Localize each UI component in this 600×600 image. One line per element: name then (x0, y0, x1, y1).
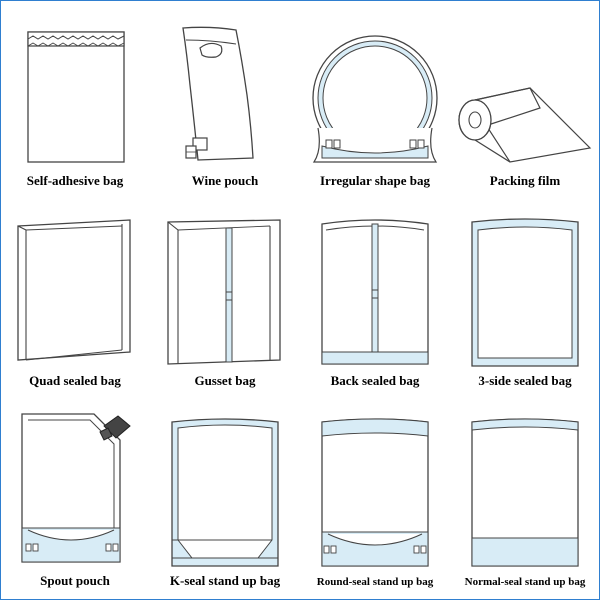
wine-pouch-icon (182, 26, 254, 161)
round-seal-stand-up-bag-cell: Round-seal stand up bag (300, 400, 450, 600)
item-label: Irregular shape bag (319, 173, 431, 188)
three-side-sealed-bag-icon (471, 218, 579, 367)
packing-film-icon (458, 87, 592, 163)
item-label: K-seal stand up bag (169, 573, 281, 588)
item-label: Wine pouch (191, 173, 259, 188)
item-label: Gusset bag (194, 373, 256, 388)
wine-pouch-cell: Wine pouch (150, 0, 300, 200)
packing-film-cell: Packing film (450, 0, 600, 200)
k-seal-stand-up-bag-icon (171, 418, 279, 567)
item-label: Packing film (489, 173, 561, 188)
gusset-bag-icon (167, 219, 281, 365)
k-seal-stand-up-bag-cell: K-seal stand up bag (150, 400, 300, 600)
normal-seal-stand-up-bag-cell: Normal-seal stand up bag (450, 400, 600, 600)
quad-sealed-bag-cell: Quad sealed bag (0, 200, 150, 400)
spout-pouch-cell: Spout pouch (0, 400, 150, 600)
item-label: Spout pouch (40, 573, 110, 588)
item-label: Quad sealed bag (29, 373, 121, 388)
item-label: Normal-seal stand up bag (464, 576, 586, 588)
irregular-shape-bag-icon (312, 35, 438, 163)
item-label: 3-side sealed bag (478, 373, 572, 388)
irregular-shape-bag-cell: Irregular shape bag (300, 0, 450, 200)
three-side-sealed-bag-cell: 3-side sealed bag (450, 200, 600, 400)
round-seal-stand-up-bag-icon (321, 418, 429, 567)
self-adhesive-bag-cell: Self-adhesive bag (0, 0, 150, 200)
normal-seal-stand-up-bag-icon (471, 418, 579, 567)
spout-pouch-icon (21, 413, 131, 563)
item-label: Back sealed bag (330, 373, 420, 388)
item-label: Round-seal stand up bag (316, 576, 434, 588)
item-label: Self-adhesive bag (26, 173, 124, 188)
quad-sealed-bag-icon (17, 219, 131, 361)
self-adhesive-bag-icon (27, 31, 125, 163)
gusset-bag-cell: Gusset bag (150, 200, 300, 400)
back-sealed-bag-icon (321, 219, 429, 365)
back-sealed-bag-cell: Back sealed bag (300, 200, 450, 400)
